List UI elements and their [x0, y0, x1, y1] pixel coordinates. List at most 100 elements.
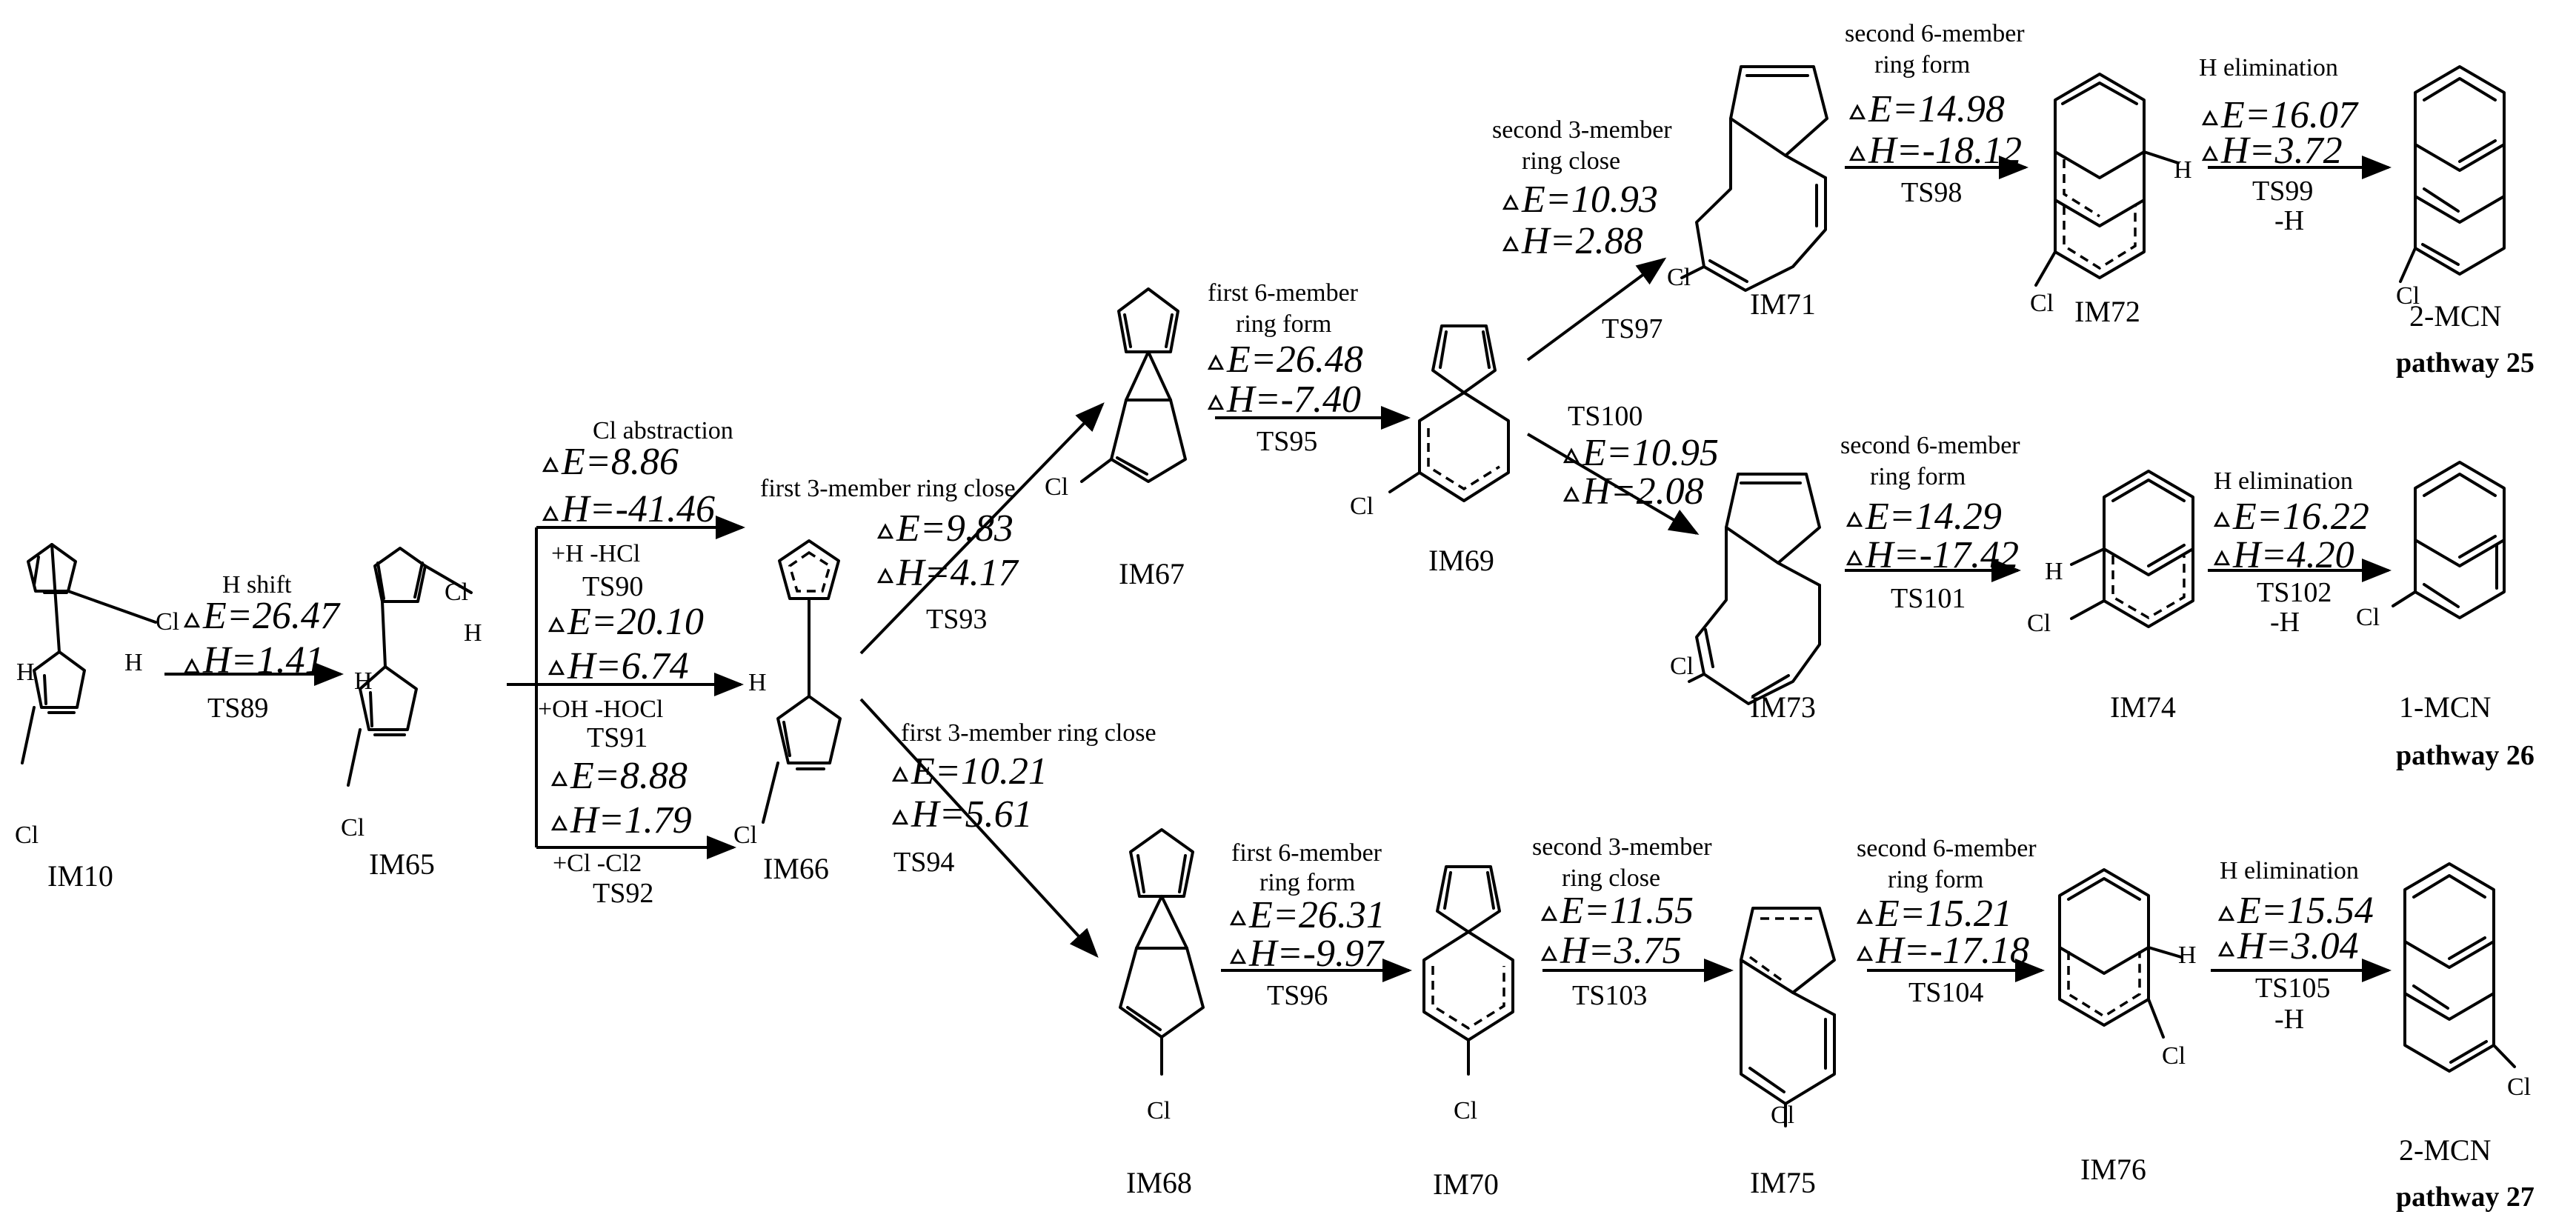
- step-ts101: second 6-member ring form E=14.29 H=-17.…: [1840, 432, 2020, 614]
- molecule-label-im74: IM74: [2110, 690, 2176, 724]
- energy-e: E=10.21: [911, 750, 1048, 793]
- atom-label: Cl: [1670, 653, 1694, 680]
- molecule-im76: H Cl IM76: [2058, 868, 2197, 1186]
- pathway-label-p25: pathway 25: [2396, 347, 2535, 379]
- arrow-ts97: [1526, 257, 1667, 361]
- atom-label: Cl: [733, 822, 757, 849]
- molecule-im68: Cl IM68: [1119, 828, 1205, 1199]
- molecule-label-im75: IM75: [1750, 1166, 1816, 1199]
- step-ts104: second 6-member ring form E=15.21 H=-17.…: [1857, 835, 2037, 1008]
- atom-label: H: [354, 667, 373, 695]
- step-ts94: first 3-member ring close E=10.21 H=5.61…: [892, 719, 1156, 878]
- atom-label: Cl: [156, 608, 179, 636]
- ts-label: TS94: [893, 847, 954, 878]
- step-title: first 6-member: [1231, 839, 1382, 867]
- step-title: second 6-member: [1857, 835, 2037, 862]
- ts-label: TS93: [926, 604, 987, 635]
- enthalpy-h: H=-17.18: [1875, 930, 2029, 972]
- enthalpy-h: H=1.41: [202, 639, 325, 682]
- enthalpy-h: H=-41.46: [561, 488, 715, 530]
- molecule-im67: Cl IM67: [1045, 287, 1187, 590]
- enthalpy-h: H=-17.42: [1865, 534, 2019, 576]
- step-ts103: second 3-member ring close E=11.55 H=3.7…: [1532, 833, 1712, 1011]
- atom-label: H: [16, 659, 35, 686]
- product-label-p27: 2-MCN: [2399, 1133, 2491, 1167]
- step-ts90: Cl abstraction E=8.86 H=-41.46 +H -HCl T…: [542, 417, 733, 602]
- molecule-1mcn-p26: Cl 1-MCN pathway 26: [2356, 461, 2535, 771]
- step-title: H elimination: [2214, 467, 2353, 495]
- ts-label: TS89: [207, 693, 268, 724]
- molecule-im71: Cl IM71: [1667, 65, 1828, 321]
- atom-label: Cl: [1667, 264, 1691, 291]
- step-title: ring form: [1259, 869, 1355, 896]
- energy-e: E=26.31: [1248, 894, 1385, 936]
- enthalpy-h: H=3.75: [1560, 930, 1682, 972]
- enthalpy-h: H=1.79: [570, 799, 692, 842]
- ts-label: TS104: [1908, 977, 1983, 1008]
- ts-label: TS98: [1901, 177, 1962, 208]
- energy-e: E=26.47: [202, 595, 341, 637]
- step-ts89: H shift E=26.47 H=1.41 TS89: [184, 571, 341, 724]
- molecule-im10: Cl Cl H H IM10: [15, 543, 179, 893]
- energy-e: E=8.86: [561, 441, 679, 483]
- reaction-arrows: [164, 156, 2392, 982]
- ts-label: TS90: [582, 571, 643, 602]
- step-title: ring form: [1874, 51, 1970, 79]
- step-title: H elimination: [2199, 54, 2338, 81]
- step-title: ring close: [1562, 864, 1660, 892]
- energy-e: E=26.48: [1226, 339, 1363, 381]
- molecule-label-im10: IM10: [47, 859, 113, 893]
- atom-label: Cl: [2027, 610, 2051, 637]
- energy-e: E=15.21: [1875, 893, 2012, 935]
- ts-label: TS96: [1267, 980, 1328, 1011]
- energy-e: E=8.88: [570, 755, 688, 797]
- step-ts98: second 6-member ring form E=14.98 H=-18.…: [1845, 20, 2025, 208]
- product-label-p25: 2-MCN: [2409, 299, 2501, 333]
- atom-label: Cl: [1454, 1097, 1477, 1124]
- molecule-im75: Cl IM75: [1740, 907, 1836, 1199]
- enthalpy-h: H=3.04: [2237, 925, 2359, 967]
- molecule-im72: H Cl IM72: [2030, 73, 2192, 328]
- step-ts102: H elimination E=16.22 H=4.20 TS102 -H: [2214, 467, 2369, 638]
- step-ts99: H elimination E=16.07 H=3.72 TS99 -H: [2199, 54, 2359, 236]
- energy-e: E=16.22: [2232, 496, 2369, 538]
- step-title: first 6-member: [1208, 279, 1359, 307]
- atom-label: H: [464, 619, 482, 647]
- energy-e: E=14.98: [1868, 88, 2005, 130]
- loss-label: -H: [2274, 1004, 2304, 1035]
- step-ts92: E=8.88 H=1.79 +Cl -Cl2 TS92: [551, 755, 692, 909]
- molecule-im73: Cl IM73: [1670, 473, 1821, 724]
- atom-label: Cl: [1350, 493, 1374, 520]
- step-title: first 3-member ring close: [901, 719, 1156, 747]
- energy-e: E=10.93: [1521, 179, 1658, 221]
- step-title: first 3-member ring close: [760, 475, 1016, 502]
- step-title: Cl abstraction: [593, 417, 733, 444]
- ts-label: TS105: [2255, 973, 2330, 1004]
- molecule-label-im65: IM65: [369, 847, 435, 881]
- ts-label: TS103: [1572, 980, 1647, 1011]
- product-label-p26: 1-MCN: [2399, 690, 2491, 724]
- energy-e: E=14.29: [1865, 496, 2002, 538]
- step-title: H shift: [222, 571, 292, 599]
- molecule-label-im73: IM73: [1750, 690, 1816, 724]
- energy-e: E=10.95: [1582, 432, 1719, 474]
- reagent-label: +H -HCl: [551, 540, 640, 567]
- atom-label: Cl: [2162, 1042, 2186, 1070]
- loss-label: -H: [2270, 607, 2300, 638]
- atom-label: Cl: [341, 814, 365, 842]
- step-title: ring close: [1522, 147, 1620, 175]
- ts-label: TS92: [593, 878, 653, 909]
- molecule-label-im69: IM69: [1428, 544, 1494, 577]
- step-ts95: first 6-member ring form E=26.48 H=-7.40…: [1208, 279, 1363, 457]
- step-ts100: TS100 E=10.95 H=2.08: [1563, 401, 1719, 513]
- step-title: ring form: [1888, 866, 1983, 893]
- atom-label: Cl: [2507, 1073, 2531, 1101]
- step-title: ring form: [1236, 310, 1331, 338]
- pathway-label-p27: pathway 27: [2396, 1182, 2535, 1213]
- molecule-label-im72: IM72: [2074, 295, 2140, 328]
- atom-label: H: [124, 649, 143, 676]
- atom-label: H: [2174, 156, 2192, 184]
- arrow-ts100: [1526, 433, 1700, 536]
- energy-e: E=20.10: [567, 601, 704, 643]
- atom-label: H: [748, 669, 767, 696]
